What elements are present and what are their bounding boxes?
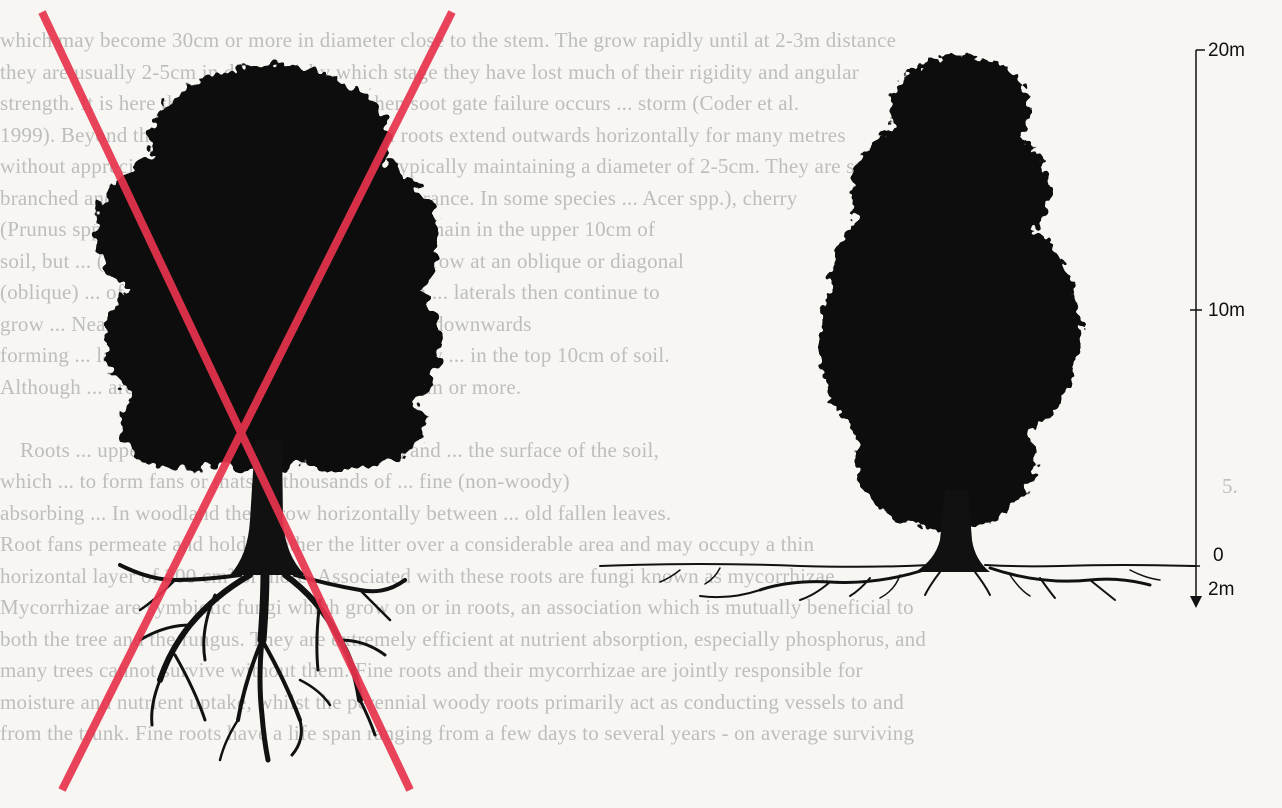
right-tree bbox=[600, 55, 1195, 600]
right-tree-canopy bbox=[820, 55, 1080, 530]
scale-label-10m: 10m bbox=[1208, 300, 1245, 322]
left-tree-canopy bbox=[95, 65, 440, 470]
height-scale bbox=[1188, 50, 1205, 608]
scale-label-ground: 0 bbox=[1213, 545, 1224, 567]
scale-label-20m: 20m bbox=[1208, 40, 1245, 62]
scale-arrow-down bbox=[1190, 596, 1202, 608]
left-tree bbox=[95, 65, 440, 760]
right-tree-roots bbox=[600, 564, 1195, 600]
scale-label-depth: 2m bbox=[1208, 579, 1234, 601]
